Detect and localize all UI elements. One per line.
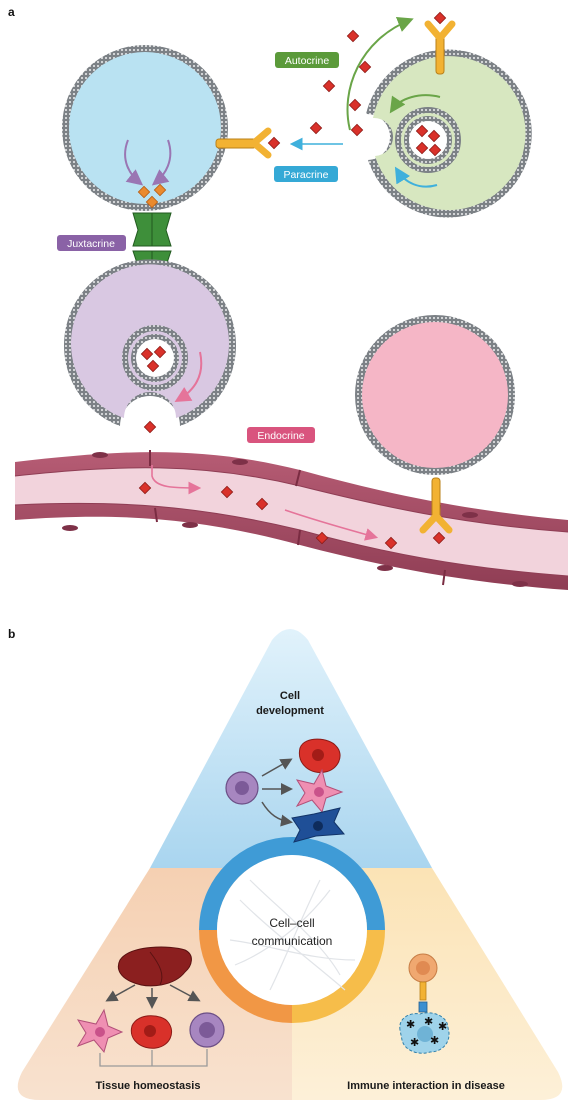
vesicle-green [395,107,461,173]
pink-differentiated-cell [295,768,344,814]
receptor-blue-cell [215,127,272,159]
ligand-bound-paracrine [267,136,281,150]
svg-text:✱: ✱ [438,1020,447,1033]
label-paracrine: Paracrine [274,166,338,182]
tissue-purple-cell [189,1012,225,1048]
progenitor-cell [225,771,259,805]
tissue-red-cell [130,1015,172,1049]
communication-ring [199,837,385,1023]
panel-b-letter: b [8,627,15,641]
label-autocrine: Autocrine [275,52,339,68]
autocrine-ligands [309,29,372,137]
ligand-secreted [143,420,157,434]
orange-ligand-cluster [137,183,167,209]
tissue-arrow-right [169,984,201,1002]
endocrine-ligands [138,481,398,550]
label-paracrine-text: Paracrine [284,169,329,181]
tissue-pink-cell [76,1008,124,1054]
center-label-line2: communication [252,934,333,948]
inward-arrow-right [151,139,172,186]
inward-arrow-left [124,139,144,186]
autocrine-inner-arrow [389,94,441,114]
dev-arrow-1 [261,758,293,777]
blue-differentiated-cell [291,807,346,843]
gap-junction-top [132,212,172,247]
target-cell-antigens: ✱ ✱ ✱ ✱ ✱ [406,1015,447,1049]
ligand-bound-endocrine [432,531,446,545]
svg-text:✱: ✱ [410,1036,419,1049]
vesicle-purple [122,325,188,391]
immune-receptor [418,981,428,1013]
green-cell [366,49,532,218]
receptor-pink-cell [419,477,453,534]
vessel-flow-arrow-1 [151,465,202,495]
panel-a-letter: a [8,5,15,19]
label-juxtacrine: Juxtacrine [57,235,126,251]
secretion-arrow [174,351,203,403]
label-autocrine-text: Autocrine [285,55,330,67]
vessel-flow-arrow-2 [284,509,379,541]
cell-development-panel [150,629,432,868]
immune-effector-cell [408,953,438,983]
svg-text:✱: ✱ [424,1015,433,1028]
dev-arrow-3 [261,801,293,827]
pink-cell [355,315,515,475]
blood-vessel [14,450,569,590]
paracrine-inner-arrow [394,166,438,188]
liver-icon [117,946,192,987]
svg-text:✱: ✱ [430,1034,439,1047]
svg-text:✱: ✱ [406,1018,415,1031]
feedback-bracket [99,1049,208,1067]
tissue-arrow-left [105,984,136,1002]
tissue-homeostasis-title: Tissue homeostasis [96,1080,201,1092]
immune-interaction-title: Immune interaction in disease [347,1080,505,1092]
label-endocrine: Endocrine [247,427,315,443]
cell-development-title-line2: development [256,705,324,717]
purple-cell [64,259,236,426]
receptor-green-cell [424,20,456,75]
red-differentiated-cell [298,738,341,774]
ligand-bound-autocrine [433,11,447,25]
label-juxtacrine-text: Juxtacrine [67,238,115,250]
center-label-line1: Cell–cell [269,916,314,930]
cell-development-title-line1: Cell [280,690,300,702]
label-endocrine-text: Endocrine [257,430,304,442]
blue-cell [62,45,228,211]
autocrine-arrow [346,17,414,131]
target-cell [399,1012,450,1054]
